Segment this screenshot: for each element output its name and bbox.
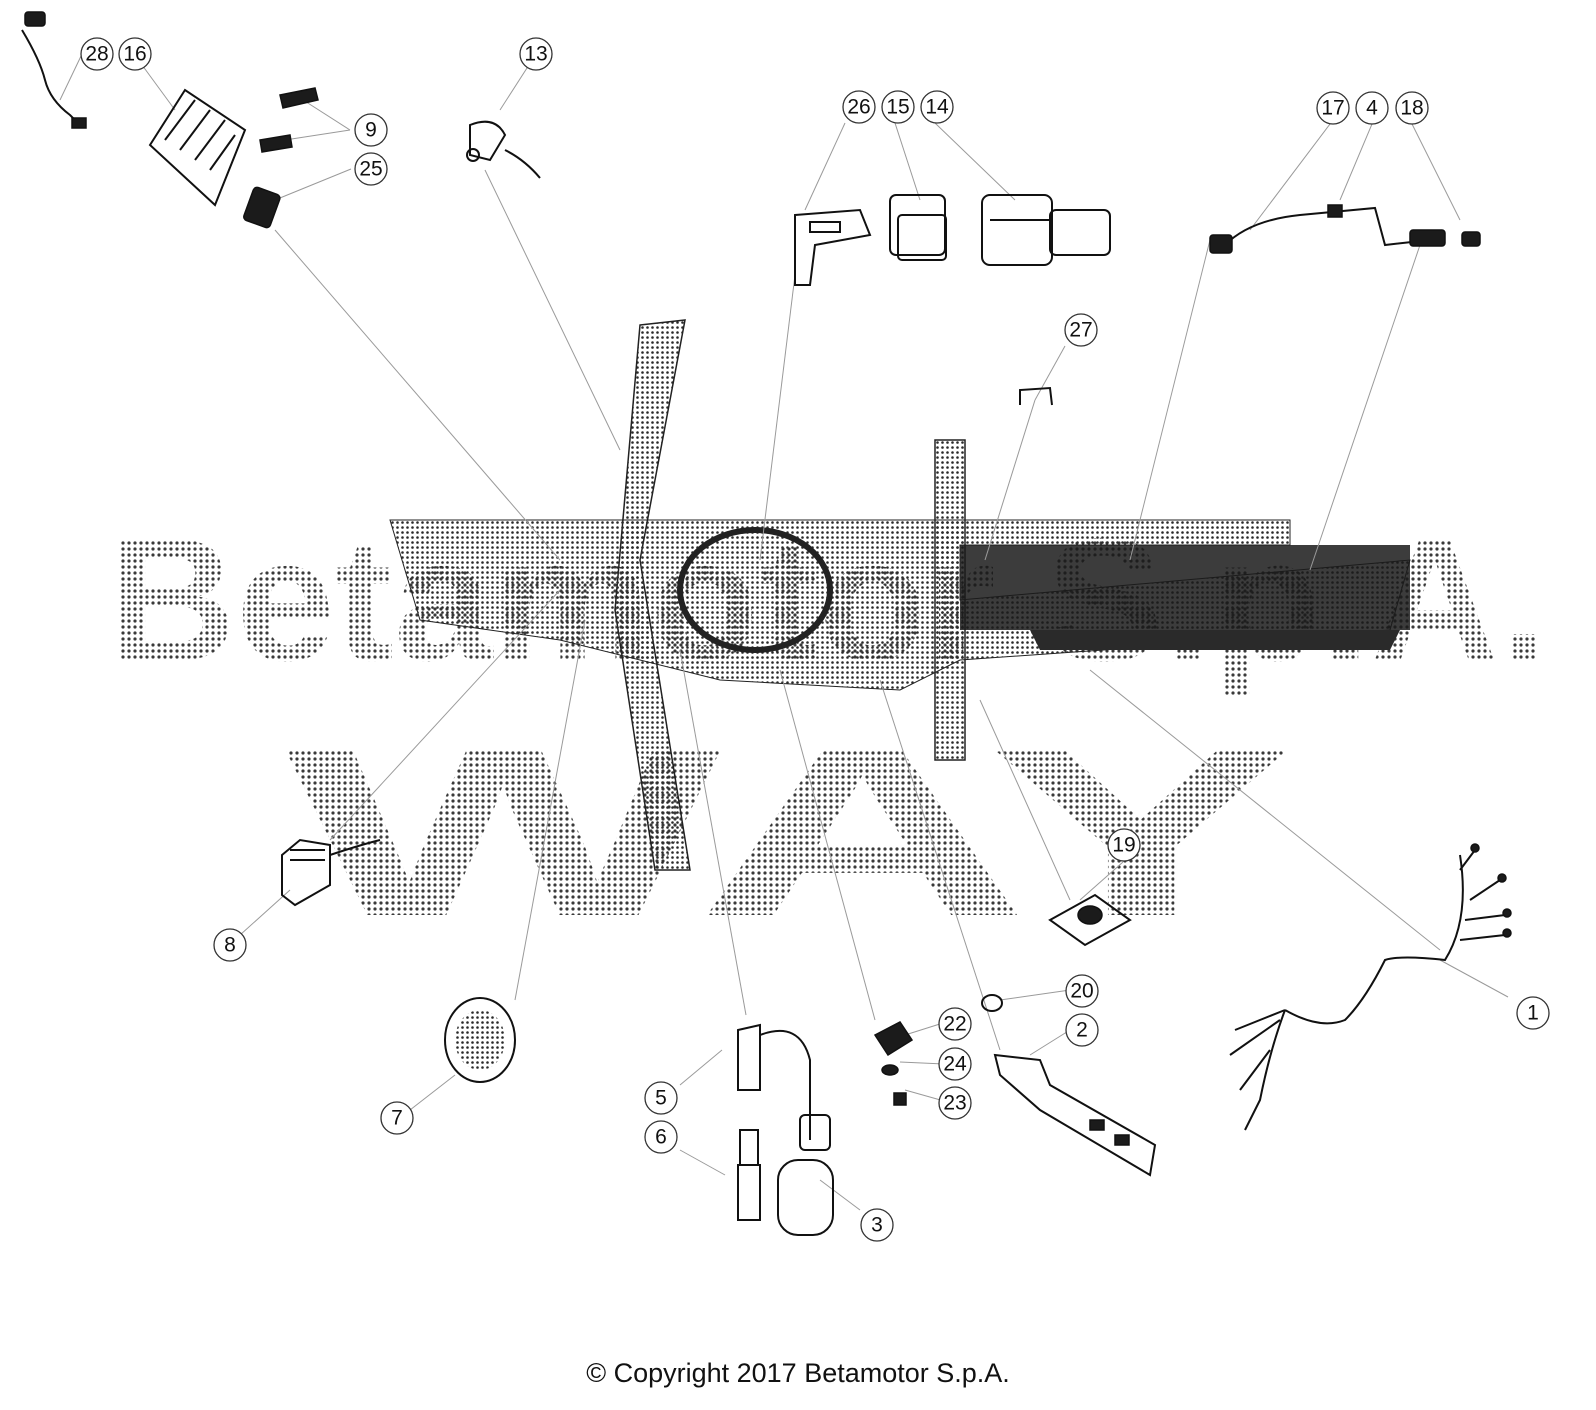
callout-17: 17 (1316, 91, 1350, 125)
part-wiring-harness (1229, 843, 1512, 1131)
svg-text:6: 6 (655, 1126, 667, 1149)
part-clip (1019, 386, 1053, 406)
svg-text:20: 20 (1070, 980, 1093, 1003)
svg-text:24: 24 (943, 1053, 967, 1076)
part-neutral-switch (466, 120, 541, 179)
part-cdi-unit (889, 194, 947, 261)
svg-text:14: 14 (925, 96, 949, 119)
svg-text:16: 16 (123, 43, 146, 66)
callout-24: 24 (938, 1047, 972, 1081)
callout-7: 7 (380, 1101, 414, 1135)
callout-16: 16 (118, 37, 152, 71)
callout-9: 9 (354, 113, 388, 147)
callout-28: 28 (80, 37, 114, 71)
part-grommet (981, 994, 1003, 1012)
callout-27: 27 (1064, 313, 1098, 347)
svg-text:27: 27 (1069, 319, 1092, 342)
callout-22: 22 (938, 1007, 972, 1041)
callout-1: 1 (1516, 996, 1550, 1030)
part-voltage-regulator (148, 88, 247, 207)
svg-text:22: 22 (943, 1013, 966, 1036)
callout-8: 8 (213, 928, 247, 962)
leader-lines (59, 53, 1509, 1211)
callout-25: 25 (354, 152, 388, 186)
svg-text:13: 13 (524, 43, 547, 66)
callout-18: 18 (1395, 91, 1429, 125)
svg-text:9: 9 (365, 119, 377, 142)
part-speed-sensor (1209, 204, 1481, 254)
callout-20: 20 (1065, 974, 1099, 1008)
svg-text:4: 4 (1366, 97, 1378, 120)
copyright-notice: © Copyright 2017 Betamotor S.p.A. (586, 1358, 1010, 1388)
callout-23: 23 (938, 1086, 972, 1120)
motorcycle-frame-silhouette (389, 319, 1411, 871)
svg-text:2: 2 (1076, 1019, 1088, 1042)
svg-text:7: 7 (391, 1107, 403, 1130)
part-small-fasteners (873, 1021, 914, 1106)
svg-text:18: 18 (1400, 97, 1423, 120)
part-sensor-wire (21, 11, 87, 129)
callout-3: 3 (860, 1208, 894, 1242)
callout-15: 15 (881, 90, 915, 124)
callout-6: 6 (644, 1120, 678, 1154)
callouts: 28 16 9 25 13 26 15 14 17 4 18 27 19 8 2… (80, 37, 1550, 1242)
svg-text:3: 3 (871, 1214, 883, 1237)
part-stator (444, 997, 516, 1083)
part-rubber-mount (1048, 893, 1132, 947)
callout-5: 5 (644, 1081, 678, 1115)
svg-text:8: 8 (224, 934, 236, 957)
callout-13: 13 (519, 37, 553, 71)
svg-text:25: 25 (359, 158, 382, 181)
svg-text:19: 19 (1112, 834, 1135, 857)
svg-text:15: 15 (886, 96, 909, 119)
part-screws (259, 87, 319, 153)
svg-text:23: 23 (943, 1092, 966, 1115)
callout-2: 2 (1065, 1013, 1099, 1047)
part-ecu-module (981, 194, 1111, 266)
parts (21, 11, 1512, 1236)
callout-14: 14 (920, 90, 954, 124)
svg-text:28: 28 (85, 43, 108, 66)
part-pressure-switch (243, 186, 281, 229)
svg-text:1: 1 (1527, 1002, 1539, 1025)
svg-text:5: 5 (655, 1087, 667, 1110)
part-ignition-coil (737, 1023, 834, 1236)
callout-26: 26 (842, 90, 876, 124)
svg-text:26: 26 (847, 96, 870, 119)
callout-4: 4 (1355, 91, 1389, 125)
part-starter-relay (281, 838, 381, 907)
watermark-line-2: WAY (285, 698, 1295, 966)
part-bracket (794, 208, 872, 286)
svg-text:17: 17 (1321, 97, 1344, 120)
part-mounting-plate (993, 1053, 1157, 1177)
callout-19: 19 (1107, 828, 1141, 862)
